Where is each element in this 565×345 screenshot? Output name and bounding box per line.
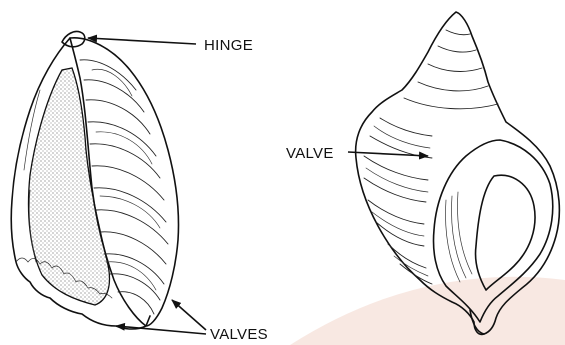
whelk-inner-lip	[475, 175, 535, 290]
hinge-label: HINGE	[204, 37, 253, 54]
oyster-interior	[29, 68, 110, 305]
valve-pointer	[348, 152, 428, 156]
valves-pointer-lower	[116, 326, 206, 334]
valve-label: VALVE	[286, 145, 334, 162]
hinge-pointer	[88, 38, 196, 44]
valves-pointer-upper	[172, 300, 206, 330]
valves-label: VALVES	[210, 326, 268, 343]
oyster-illustration	[11, 31, 178, 329]
whelk-body-ribs	[364, 118, 432, 284]
